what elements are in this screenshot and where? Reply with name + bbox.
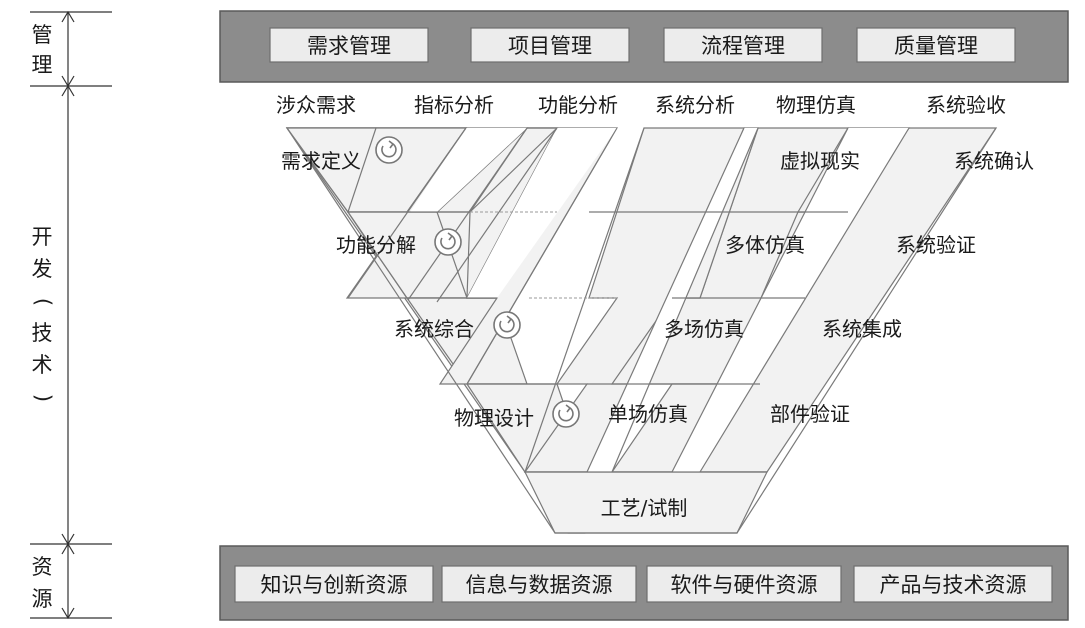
cycle-icon [552, 400, 580, 428]
management-box-3 [663, 27, 823, 63]
side-label-development-3: ( [31, 298, 55, 306]
side-label-development-2: 发 [32, 257, 53, 281]
top-label-2: 指标分析 [414, 93, 494, 117]
side-label-development-4: 技 [32, 321, 53, 345]
right-stage-2: 系统验证 [896, 233, 976, 257]
resource-box-4 [853, 565, 1053, 603]
v-line-7 [611, 127, 759, 473]
resource-box-2 [441, 565, 637, 603]
v-line-6 [586, 127, 745, 473]
middle-stage-3: 多场仿真 [664, 317, 744, 341]
management-box-2 [470, 27, 630, 63]
v-outline [286, 127, 997, 534]
resource-box-1 [234, 565, 434, 603]
top-label-4: 系统分析 [655, 93, 735, 117]
management-box-4 [856, 27, 1016, 63]
management-box-4-label: 质量管理 [894, 34, 978, 58]
side-label-development-5: 术 [32, 353, 53, 377]
v-line-4 [466, 127, 618, 385]
v-line-9 [699, 127, 910, 473]
left-axis [30, 10, 112, 620]
left-stage-2: 功能分解 [336, 233, 416, 257]
v-white-gap-5 [672, 128, 909, 472]
left-stage-3: 系统综合 [394, 317, 474, 341]
resource-box-3-label: 软件与硬件资源 [671, 573, 818, 597]
v-line-1 [347, 127, 467, 299]
management-box-3-label: 流程管理 [701, 34, 785, 58]
right-stage-4: 部件验证 [770, 402, 850, 426]
resource-box-1-label: 知识与创新资源 [261, 573, 408, 597]
v-white-gap-4 [587, 128, 758, 472]
top-label-5: 物理仿真 [776, 93, 856, 117]
top-label-1: 涉众需求 [276, 93, 356, 117]
cycle-icon [375, 136, 403, 164]
side-label-development-6: ) [31, 394, 55, 402]
resource-box-3 [646, 565, 842, 603]
side-label-management-2: 理 [32, 53, 53, 77]
v-white-gap-1 [410, 128, 527, 212]
right-stage-1: 系统确认 [954, 149, 1034, 173]
left-stage-4: 物理设计 [454, 406, 534, 430]
right-stage-3: 系统集成 [822, 317, 902, 341]
side-label-resources-2: 源 [32, 587, 53, 611]
side-label-development-1: 开 [32, 225, 53, 249]
management-box-1 [269, 27, 429, 63]
resource-box-4-label: 产品与技术资源 [880, 573, 1027, 597]
v-line-5 [524, 127, 645, 473]
top-label-6: 系统验收 [926, 93, 1006, 117]
v-model [285, 127, 998, 534]
side-label-management-1: 管 [32, 23, 53, 47]
management-box-2-label: 项目管理 [508, 34, 592, 58]
v-line-2 [407, 127, 528, 301]
cycle-icon [434, 228, 462, 256]
v-line-3 [436, 127, 558, 303]
middle-stage-4: 单场仿真 [608, 402, 688, 426]
middle-stage-1: 虚拟现实 [780, 149, 860, 173]
management-box-1-label: 需求管理 [307, 34, 391, 58]
left-stage-1: 需求定义 [281, 149, 361, 173]
v-line-8 [671, 127, 849, 473]
side-label-resources-1: 资 [32, 555, 53, 579]
v-white-gap-3 [529, 128, 644, 298]
bottom-stage: 工艺/试制 [601, 496, 688, 520]
cycle-icon [493, 311, 521, 339]
v-white-gap-2 [467, 128, 617, 298]
middle-stage-2: 多体仿真 [725, 233, 805, 257]
top-label-3: 功能分析 [538, 93, 618, 117]
resource-box-2-label: 信息与数据资源 [466, 573, 613, 597]
